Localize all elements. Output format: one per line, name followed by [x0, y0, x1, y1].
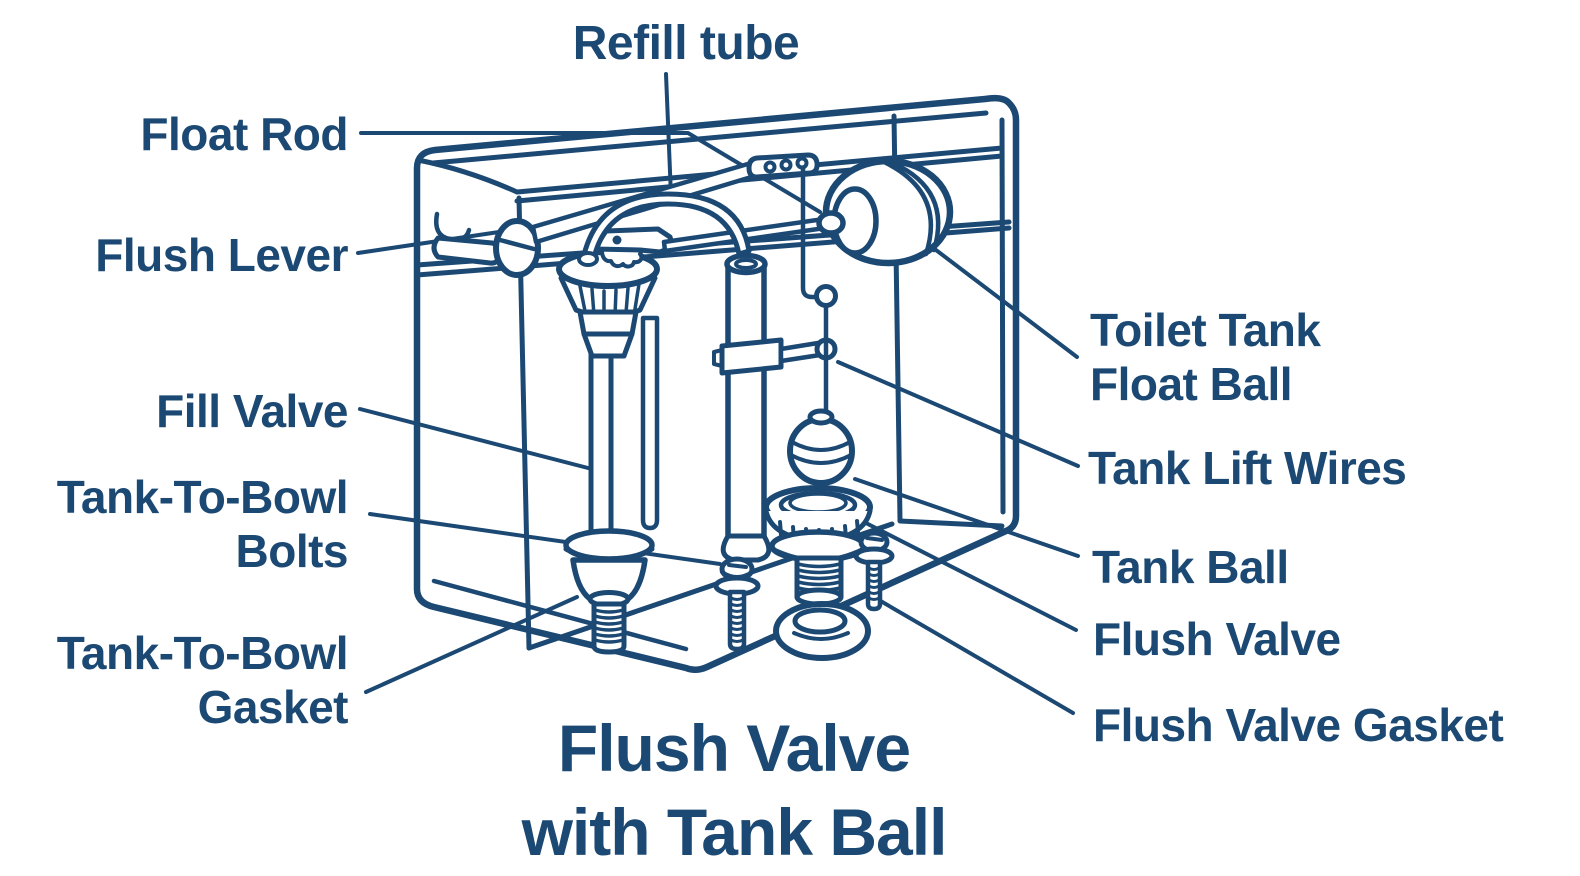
- label-tank-ball: Tank Ball: [1092, 541, 1289, 593]
- label-float-rod: Float Rod: [140, 108, 348, 160]
- label-tank-lift-wires: Tank Lift Wires: [1088, 442, 1407, 494]
- leader-flush-valve-gasket: [870, 594, 1075, 715]
- label-refill-tube: Refill tube: [572, 17, 800, 70]
- flush-valve-shape: [763, 485, 873, 607]
- flush-valve-gasket-shape: [773, 601, 871, 661]
- label-tank-to-bowl-bolts: Tank-To-Bowl Bolts: [56, 470, 349, 579]
- leader-lines: [356, 72, 1080, 715]
- label-line: Tank-To-Bowl: [56, 471, 349, 523]
- label-fill-valve: Fill Valve: [156, 385, 348, 437]
- tank-ball-shape: [787, 408, 855, 486]
- fill-valve-shape: [556, 226, 676, 655]
- label-line: Toilet Tank: [1090, 304, 1321, 356]
- label-flush-valve-gasket: Flush Valve Gasket: [1093, 699, 1504, 751]
- label-line: Tank-To-Bowl: [56, 627, 349, 679]
- label-toilet-tank-float-ball: Toilet Tank Float Ball: [1090, 303, 1321, 412]
- leader-tank-to-bowl-bolts: [368, 512, 722, 566]
- tank-to-bowl-bolts-shape: [713, 530, 895, 652]
- label-flush-lever: Flush Lever: [95, 229, 348, 281]
- diagram-title: Flush Valve with Tank Ball: [334, 706, 1134, 875]
- leader-tank-to-bowl-gasket: [364, 595, 579, 694]
- label-line: Float Ball: [1090, 358, 1293, 411]
- title-line: Flush Valve: [557, 711, 911, 785]
- leader-tank-lift-wires: [836, 360, 1080, 468]
- leader-tank-ball: [853, 477, 1080, 558]
- tank-lift-wires-shape: [800, 165, 838, 417]
- label-tank-to-bowl-gasket: Tank-To-Bowl Gasket: [56, 626, 349, 735]
- label-line: Bolts: [235, 525, 349, 578]
- leader-fill-valve: [358, 407, 590, 470]
- title-line: with Tank Ball: [521, 795, 948, 870]
- label-flush-valve: Flush Valve: [1093, 613, 1341, 665]
- leader-float-rod: [359, 131, 822, 214]
- flush-lever-shape: [431, 152, 820, 278]
- overflow-pipe-shape: [712, 252, 838, 563]
- toilet-tank-float-ball-shape: [816, 157, 954, 267]
- leader-flush-lever: [356, 230, 501, 255]
- label-line: Gasket: [197, 681, 349, 734]
- refill-tube-shape: [577, 191, 752, 267]
- leader-flush-valve: [860, 519, 1078, 632]
